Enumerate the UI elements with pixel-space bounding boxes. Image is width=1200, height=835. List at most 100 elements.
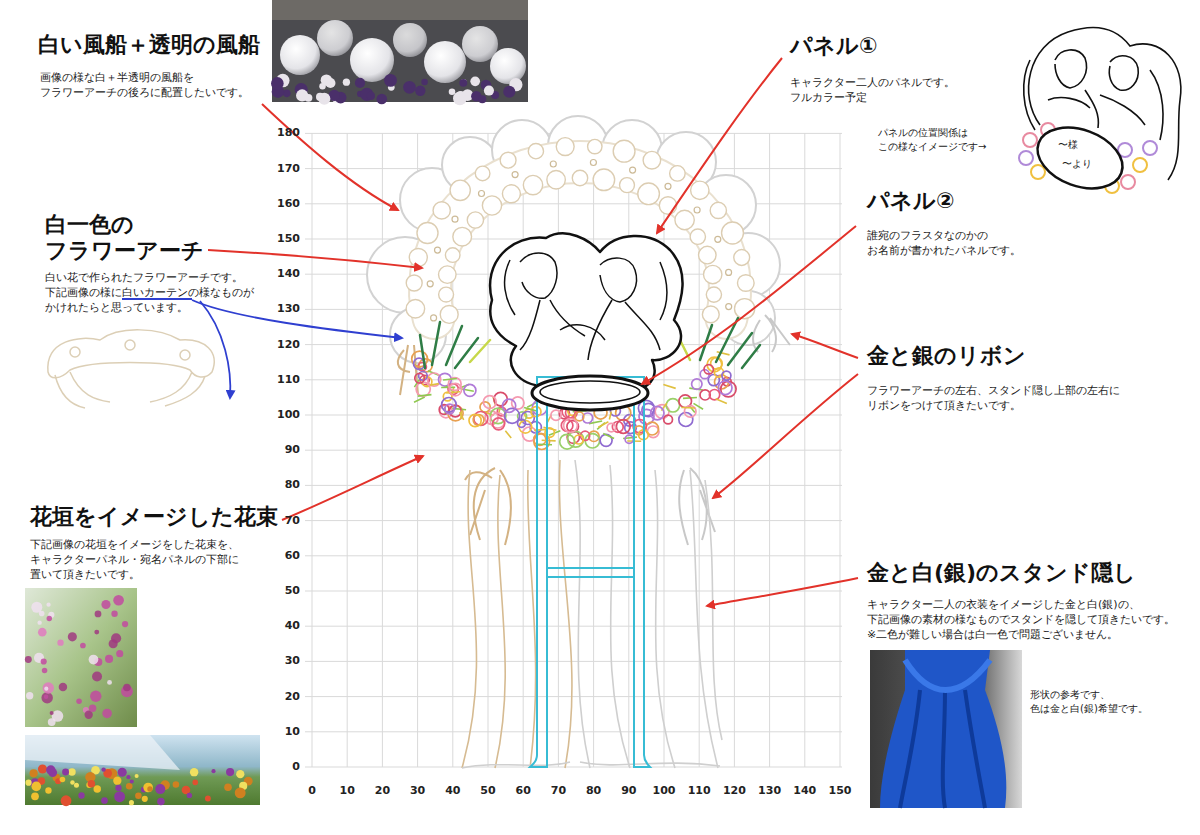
- drawing-circle: [699, 246, 717, 264]
- drawing-circle: [116, 650, 123, 657]
- drawing-circle: [666, 399, 679, 412]
- drawing-line: [609, 412, 611, 420]
- drawing-circle: [665, 183, 671, 189]
- axis-tick-label: 140: [788, 784, 822, 798]
- drawing-circle: [702, 306, 719, 323]
- drawing-circle: [572, 170, 587, 185]
- axis-tick-label: 140: [262, 267, 300, 281]
- drawing-circle: [44, 687, 48, 691]
- drawing-circle: [415, 373, 425, 383]
- drawing-line: [305, 731, 842, 732]
- drawing-circle: [38, 628, 47, 637]
- drawing-circle: [68, 768, 75, 775]
- drawing-line: [663, 385, 675, 389]
- drawing-circle: [384, 74, 397, 87]
- drawing-circle: [1031, 165, 1045, 179]
- drawing-path: [900, 690, 985, 808]
- drawing-circle: [90, 691, 101, 702]
- axis-tick-label: 50: [262, 584, 300, 598]
- axis-tick-label: 40: [436, 784, 470, 798]
- drawing-path: [25, 735, 180, 770]
- axis-tick-label: 20: [262, 690, 300, 704]
- axis-tick-label: 80: [577, 784, 611, 798]
- drawing-line: [681, 407, 695, 409]
- axis-tick-label: 100: [262, 408, 300, 422]
- axis-tick-label: 30: [262, 654, 300, 668]
- drawing-circle: [111, 633, 121, 643]
- drawing-circle: [126, 775, 130, 779]
- sketch-label: 〜より: [1062, 157, 1092, 171]
- drawing-circle: [113, 595, 124, 606]
- drawing-rect: [25, 735, 260, 805]
- leader-arrows: [208, 58, 858, 606]
- axis-tick-label: 90: [262, 443, 300, 457]
- drawing-circle: [143, 783, 153, 793]
- axis-tick-label: 60: [506, 784, 540, 798]
- note: 下記画像の花垣をイメージをした花束を、 キャラクターパネル・宛名パネルの下部に …: [30, 537, 250, 582]
- drawing-path: [560, 300, 660, 360]
- drawing-ellipse: [540, 381, 640, 403]
- drawing-circle: [173, 781, 180, 788]
- drawing-circle: [406, 299, 424, 317]
- drawing-line: [305, 555, 842, 556]
- drawing-circle: [190, 768, 198, 776]
- drawing-circle: [92, 671, 102, 681]
- drawing-circle: [101, 767, 105, 771]
- balloon-photo: [271, 0, 528, 105]
- address-panel: [532, 376, 648, 410]
- axis-tick-label: 10: [330, 784, 364, 798]
- drawing-line: [305, 626, 842, 627]
- drawing-circle: [157, 798, 165, 806]
- drawing-circle: [1023, 133, 1037, 147]
- drawing-circle: [31, 792, 39, 800]
- heading: 白一色の フラワーアーチ: [45, 212, 221, 264]
- drawing-path: [679, 468, 715, 545]
- drawing-circle: [155, 784, 165, 794]
- drawing-circle: [416, 382, 430, 396]
- drawing-rect: [25, 588, 137, 727]
- stand-cover: [462, 460, 722, 768]
- drawing-line: [305, 767, 842, 768]
- drawing-path: [1055, 50, 1087, 88]
- drawing-g: [271, 74, 522, 105]
- drawing-circle: [47, 616, 52, 621]
- drawing-path: [520, 253, 557, 298]
- hedge-photo: [25, 588, 260, 806]
- drawing-circle: [528, 144, 543, 159]
- curtain-arch-sketch: [48, 330, 214, 408]
- drawing-circle: [453, 227, 472, 246]
- drawing-circle: [130, 779, 134, 783]
- drawing-circle: [734, 250, 750, 266]
- drawing-circle: [475, 166, 490, 181]
- drawing-circle: [205, 796, 211, 802]
- drawing-circle: [482, 196, 501, 215]
- drawing-path: [530, 385, 547, 767]
- drawing-circle: [180, 350, 190, 360]
- drawing-circle: [224, 783, 232, 791]
- drawing-circle: [59, 683, 67, 691]
- drawing-circle: [70, 780, 74, 784]
- drawing-circle: [76, 698, 82, 704]
- drawing-circle: [123, 684, 131, 692]
- drawing-circle: [457, 91, 465, 99]
- drawing-circle: [490, 48, 526, 84]
- drawing-circle: [409, 248, 427, 266]
- drawing-circle: [46, 765, 55, 774]
- drawing-path: [282, 456, 423, 520]
- axis-tick-label: 130: [753, 784, 787, 798]
- drawing-circle: [564, 419, 578, 433]
- drawing-circle: [126, 783, 133, 790]
- note: キャラクター二人の衣装をイメージした金と白(銀)の、 下記画像の素材の様なもので…: [867, 597, 1186, 642]
- drawing-circle: [664, 415, 673, 424]
- drawing-path: [880, 650, 1006, 808]
- heading: パネル②: [867, 188, 955, 214]
- drawing-circle: [503, 86, 515, 98]
- drawing-circle: [45, 787, 51, 793]
- drawing-path: [208, 250, 422, 268]
- drawing-circle: [521, 412, 534, 425]
- axis-tick-label: 50: [471, 784, 505, 798]
- grid: [305, 133, 842, 767]
- drawing-circle: [316, 93, 324, 101]
- drawing-circle: [704, 365, 713, 374]
- drawing-circle: [484, 85, 494, 95]
